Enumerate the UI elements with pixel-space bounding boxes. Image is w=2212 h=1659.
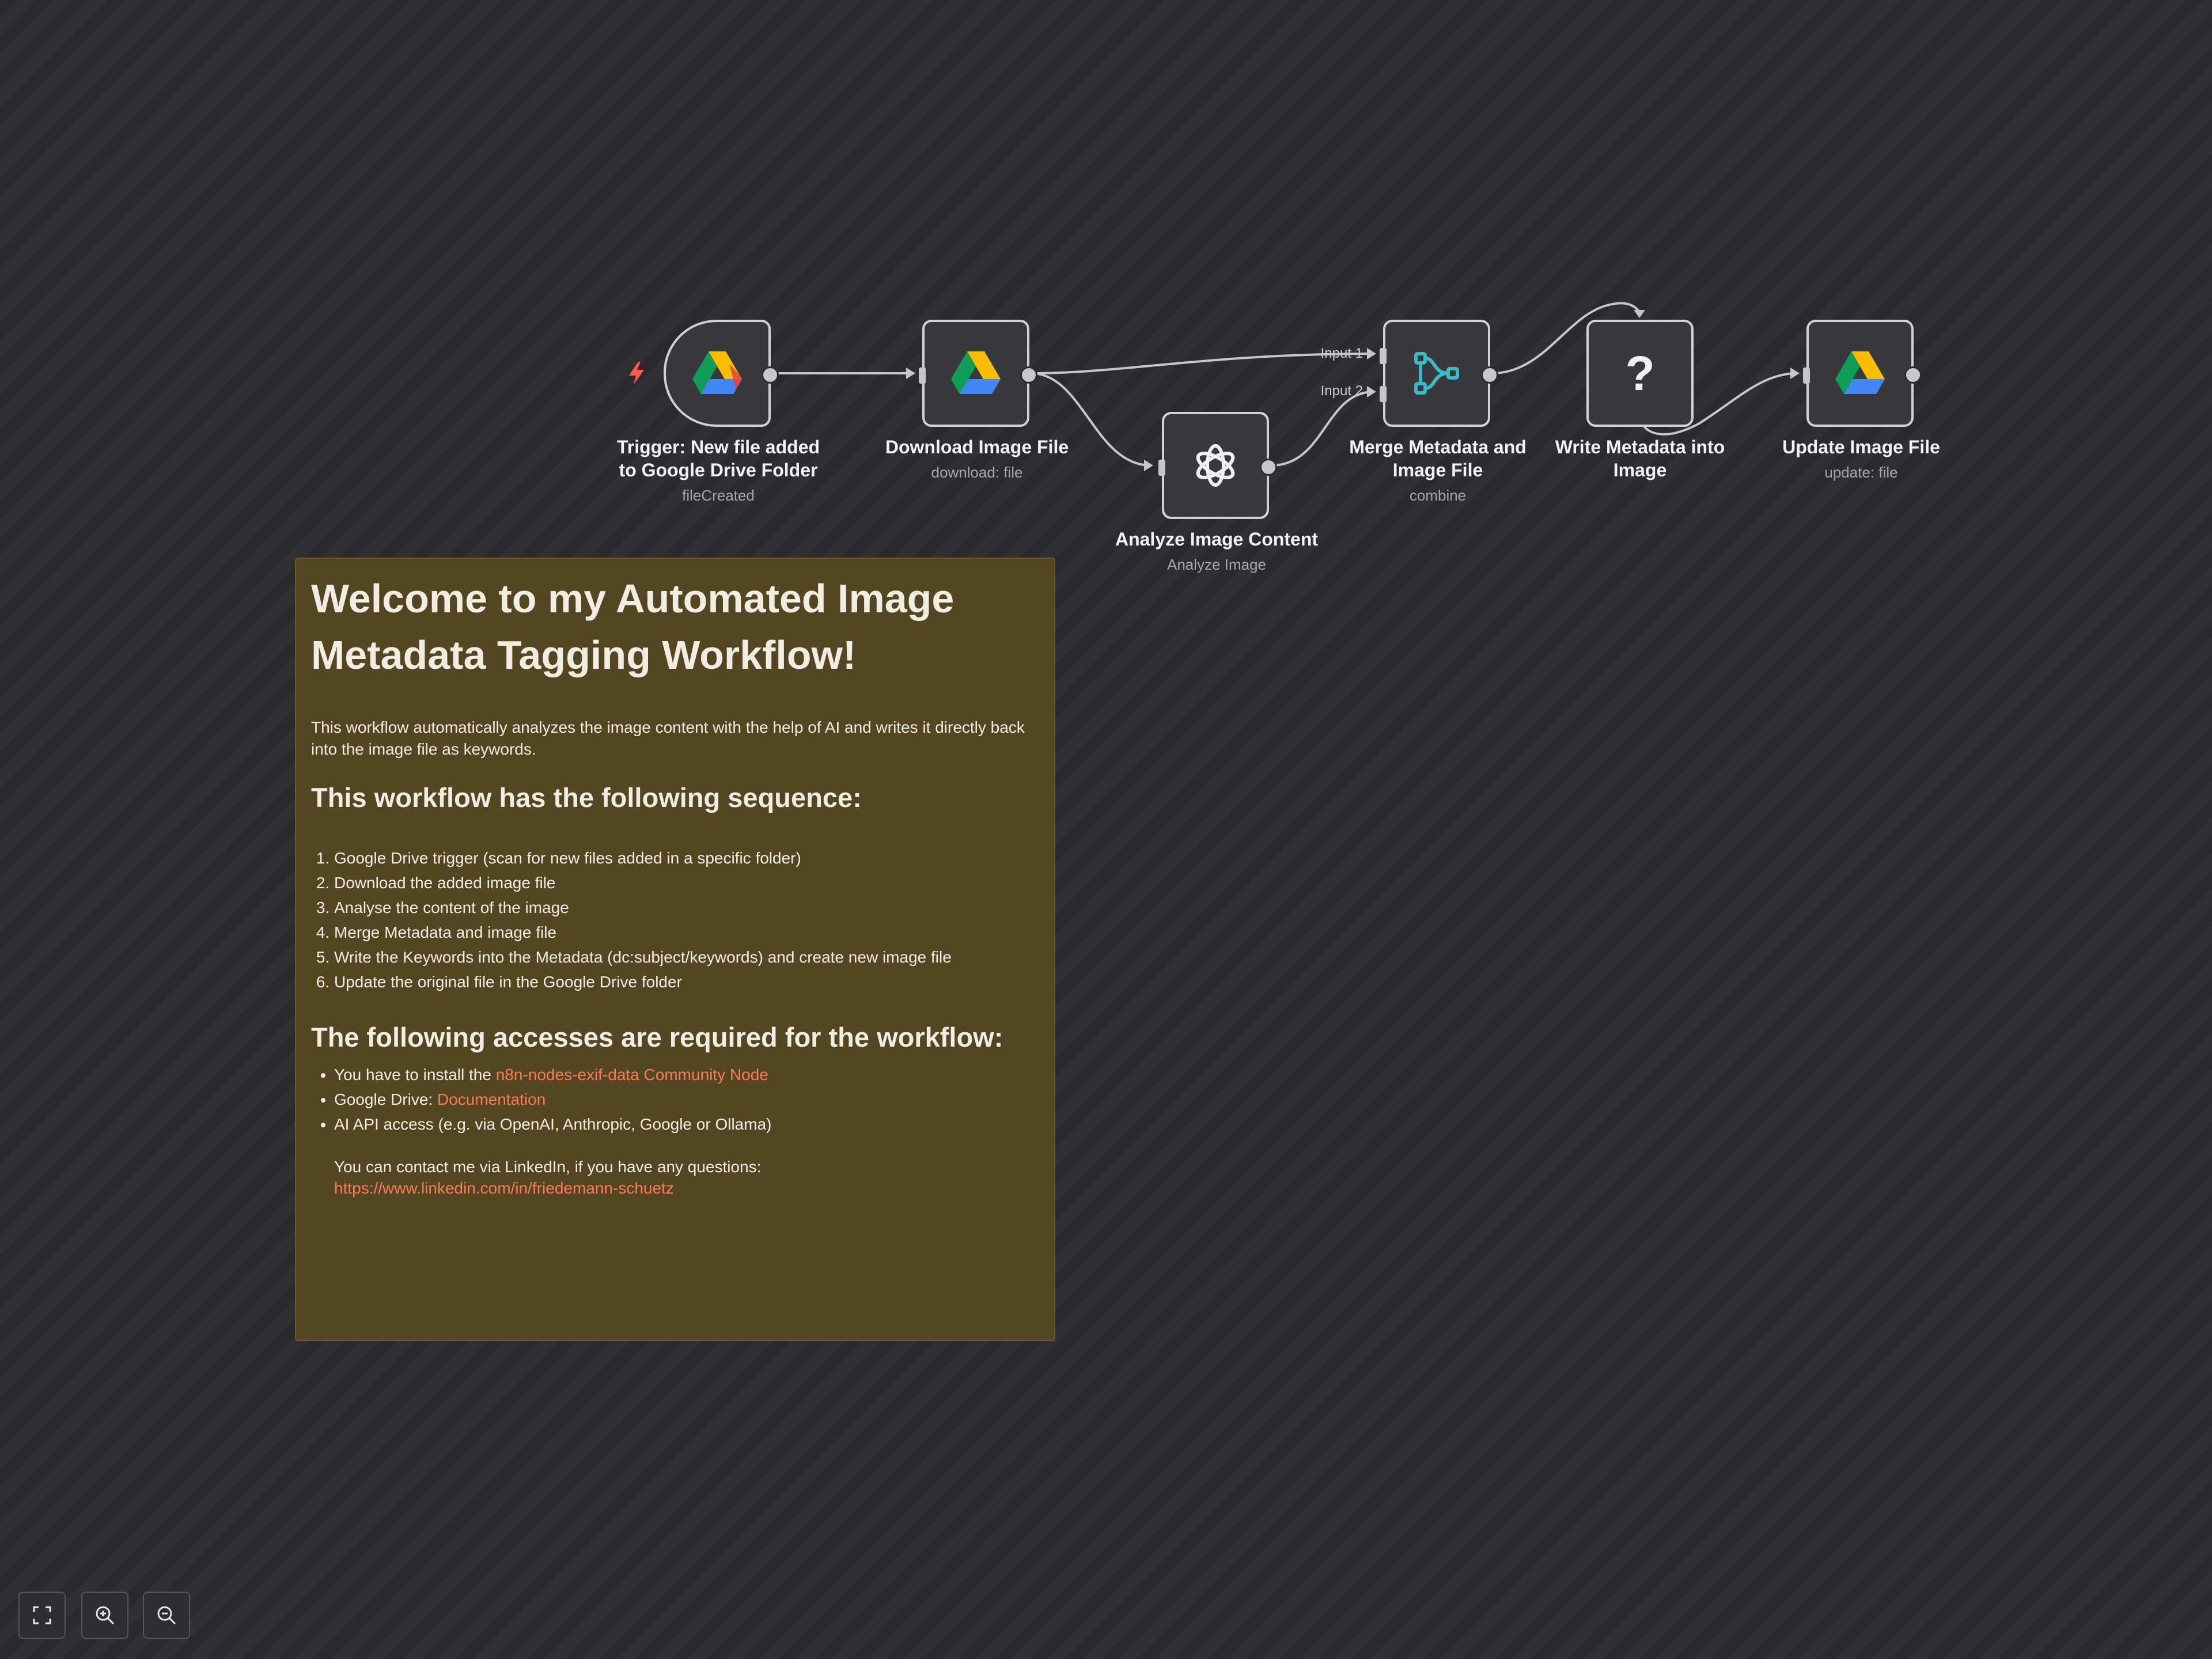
node-download-image-file[interactable] — [919, 320, 1037, 427]
update-title: Update Image File — [1782, 437, 1940, 457]
note-access-item: You have to install the n8n-nodes-exif-d… — [334, 1062, 1039, 1087]
note-step: Update the original file in the Google D… — [334, 969, 1039, 994]
edge-download-merge — [1031, 353, 1374, 374]
note-sequence-heading: This workflow has the following sequence… — [311, 782, 862, 813]
note-access-item: AI API access (e.g. via OpenAI, Anthropi… — [334, 1112, 1039, 1137]
node-trigger[interactable] — [664, 320, 779, 427]
zoom-out-button[interactable] — [143, 1592, 190, 1639]
exif-community-node-link[interactable]: n8n-nodes-exif-data Community Node — [495, 1066, 768, 1084]
google-drive-icon — [1835, 351, 1885, 394]
openai-icon — [1196, 444, 1235, 487]
merge-input1-handle[interactable] — [1380, 348, 1387, 364]
fit-view-button[interactable] — [18, 1592, 66, 1639]
merge-subtitle: combine — [1409, 487, 1467, 504]
sticky-note[interactable]: Welcome to my Automated Image Metadata T… — [295, 558, 1055, 1341]
note-access-list: You have to install the n8n-nodes-exif-d… — [311, 1062, 1039, 1137]
zoom-out-icon — [157, 1606, 176, 1625]
download-subtitle: download: file — [931, 464, 1023, 481]
analyze-title: Analyze Image Content — [1115, 529, 1319, 550]
fullscreen-icon — [33, 1606, 51, 1624]
edge-analyze-merge — [1271, 391, 1374, 467]
zoom-in-icon — [96, 1606, 115, 1625]
note-contact: You can contact me via LinkedIn, if you … — [334, 1156, 1039, 1199]
note-access-item1-text: You have to install the — [334, 1066, 496, 1084]
node-write-metadata[interactable]: ? — [1586, 320, 1694, 427]
trigger-title-line2: to Google Drive Folder — [619, 460, 818, 480]
node-analyze-image-content[interactable] — [1158, 412, 1277, 519]
update-output-handle[interactable] — [1904, 366, 1922, 384]
trigger-title: Trigger: New file added to Google Drive … — [597, 435, 839, 482]
merge-title: Merge Metadata and Image File — [1317, 435, 1559, 482]
merge-input2-handle[interactable] — [1380, 386, 1387, 402]
note-step: Merge Metadata and image file — [334, 920, 1039, 945]
google-drive-icon — [692, 351, 742, 394]
download-title: Download Image File — [885, 437, 1069, 457]
update-input-handle[interactable] — [1803, 368, 1810, 384]
download-output-handle[interactable] — [1020, 366, 1037, 384]
note-access-item2-text: Google Drive: — [334, 1090, 437, 1108]
analyze-output-handle[interactable] — [1260, 459, 1277, 476]
google-drive-documentation-link[interactable]: Documentation — [437, 1090, 546, 1108]
write-title: Write Metadata into Image — [1519, 435, 1761, 482]
write-title-line1: Write Metadata into — [1555, 437, 1725, 457]
edge-download-analyze — [1031, 372, 1152, 467]
edge-merge-write — [1491, 302, 1640, 374]
trigger-output-handle[interactable] — [762, 366, 779, 384]
analyze-input-handle[interactable] — [1158, 460, 1165, 476]
note-step: Google Drive trigger (scan for new files… — [334, 846, 1039, 870]
merge-icon — [1414, 352, 1459, 395]
linkedin-link[interactable]: https://www.linkedin.com/in/friedemann-s… — [334, 1179, 674, 1197]
google-drive-icon — [951, 351, 1001, 394]
note-intro: This workflow automatically analyzes the… — [311, 718, 1025, 758]
merge-output-handle[interactable] — [1481, 366, 1498, 384]
unknown-node-icon: ? — [1625, 346, 1655, 400]
write-title-line2: Image — [1613, 460, 1667, 480]
analyze-subtitle: Analyze Image — [1167, 556, 1266, 573]
note-steps-list: Google Drive trigger (scan for new files… — [311, 846, 1039, 994]
edge-write-update — [1639, 372, 1798, 435]
note-step: Download the added image file — [334, 870, 1039, 895]
node-merge-metadata[interactable] — [1380, 320, 1498, 427]
merge-input1-label: Input 1 — [1320, 346, 1363, 361]
update-subtitle: update: file — [1824, 464, 1898, 481]
note-step: Analyse the content of the image — [334, 895, 1039, 920]
trigger-bolt-icon — [629, 362, 644, 385]
note-title: Welcome to my Automated Image Metadata T… — [311, 576, 955, 677]
download-input-handle[interactable] — [919, 368, 926, 384]
note-step: Write the Keywords into the Metadata (dc… — [334, 945, 1039, 969]
trigger-subtitle: fileCreated — [682, 487, 755, 504]
node-update-image-file[interactable] — [1803, 320, 1922, 427]
note-contact-text: You can contact me via LinkedIn, if you … — [334, 1158, 762, 1176]
note-access-item: Google Drive: Documentation — [334, 1087, 1039, 1112]
zoom-in-button[interactable] — [81, 1592, 128, 1639]
trigger-title-line1: Trigger: New file added — [616, 437, 820, 457]
merge-title-line2: Image File — [1392, 460, 1483, 480]
note-access-heading: The following accesses are required for … — [311, 1022, 1003, 1052]
merge-input2-label: Input 2 — [1320, 383, 1363, 399]
merge-title-line1: Merge Metadata and — [1349, 437, 1527, 457]
